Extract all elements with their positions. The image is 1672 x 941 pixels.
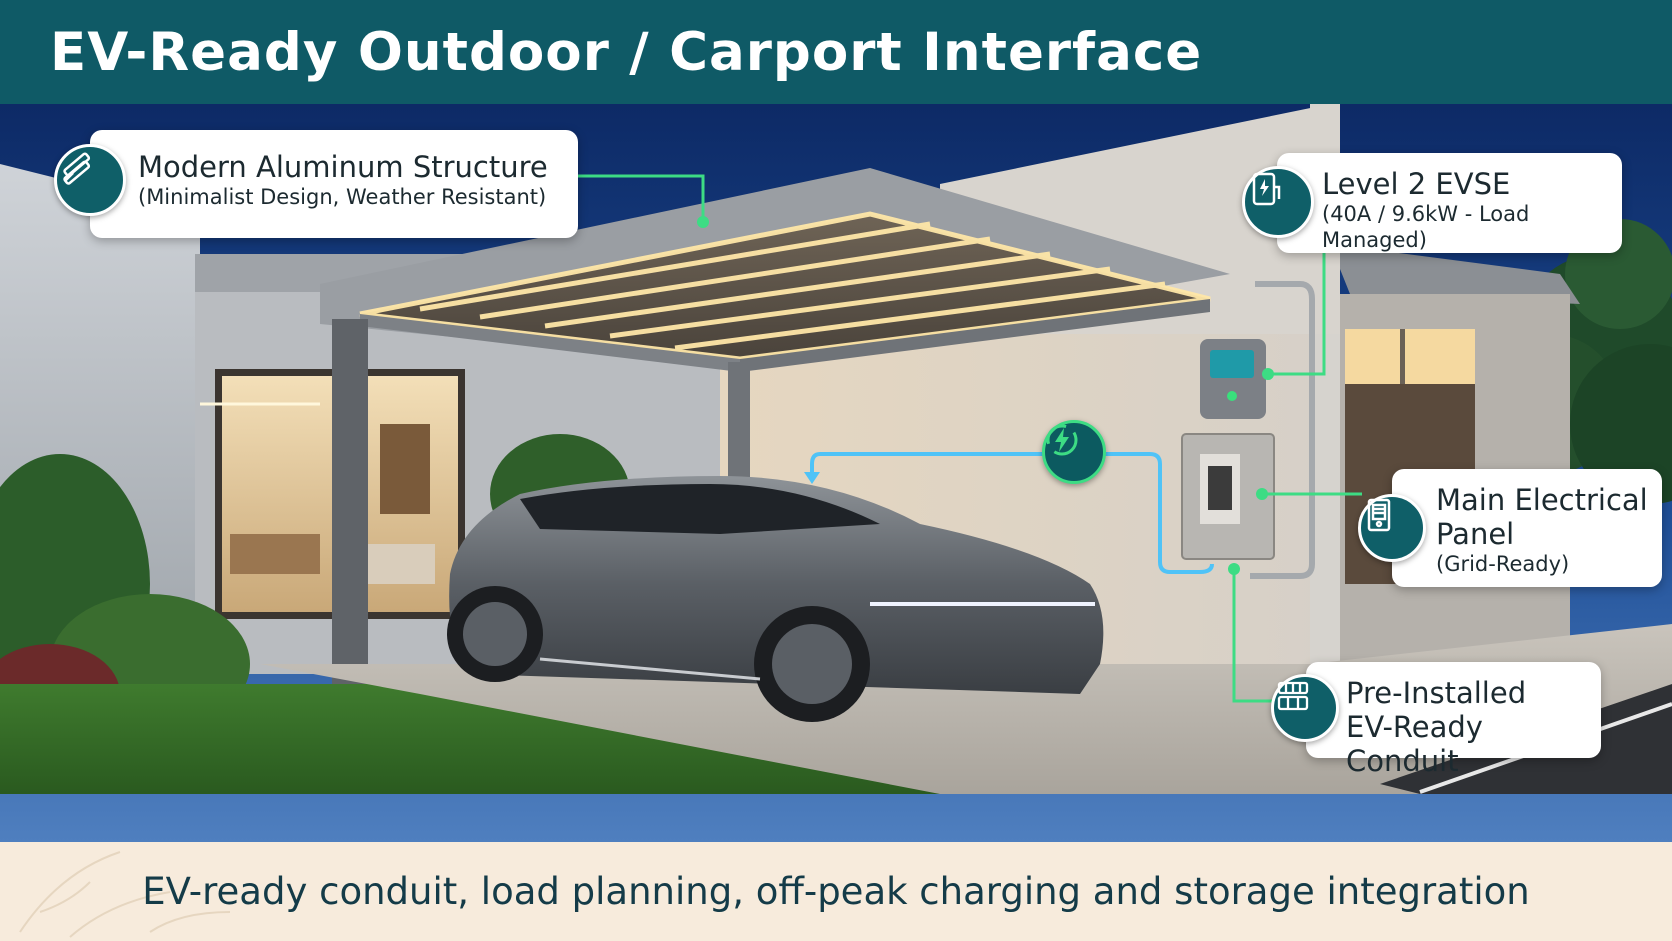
conduit-grid-icon bbox=[1271, 674, 1339, 742]
carport-canopy bbox=[320, 168, 1230, 789]
callout-aluminum-structure: Modern Aluminum Structure (Minimalist De… bbox=[90, 130, 578, 238]
callout-ev-ready-conduit: Pre-Installed EV-Ready Conduit bbox=[1306, 662, 1601, 778]
leaf-pattern-icon bbox=[19, 851, 231, 938]
ev-charger-icon bbox=[1242, 166, 1314, 238]
ev-charger-unit bbox=[1200, 339, 1266, 419]
page-title: EV-Ready Outdoor / Carport Interface bbox=[50, 21, 1203, 83]
carport-scene: Modern Aluminum Structure (Minimalist De… bbox=[0, 104, 1672, 842]
electrical-panel bbox=[1181, 433, 1275, 560]
panel-title-line2: Panel bbox=[1436, 517, 1515, 551]
title-bar: EV-Ready Outdoor / Carport Interface bbox=[0, 0, 1672, 104]
panel-title-line1: Main Electrical bbox=[1436, 483, 1648, 517]
electrical-panel-icon bbox=[1358, 494, 1426, 562]
caption-bar: EV-ready conduit, load planning, off-pea… bbox=[0, 842, 1672, 941]
structure-title: Modern Aluminum Structure bbox=[138, 150, 548, 184]
connector-lines bbox=[578, 174, 1362, 703]
electric-car bbox=[447, 476, 1104, 722]
lightning-charge-icon bbox=[1042, 420, 1106, 484]
panel-subtitle: (Grid-Ready) bbox=[1436, 552, 1570, 576]
callout-main-electrical-panel: Main Electrical Panel (Grid-Ready) bbox=[1392, 469, 1662, 587]
evse-subtitle: (40A / 9.6kW - Load Managed) bbox=[1322, 202, 1530, 252]
aluminum-beams-icon bbox=[54, 144, 126, 216]
caption-text: EV-ready conduit, load planning, off-pea… bbox=[142, 870, 1530, 913]
structure-subtitle: (Minimalist Design, Weather Resistant) bbox=[138, 185, 547, 209]
callout-level2-evse: Level 2 EVSE (40A / 9.6kW - Load Managed… bbox=[1277, 153, 1622, 253]
conduit-title-line2: EV-Ready Conduit bbox=[1346, 710, 1483, 778]
conduit-title-line1: Pre-Installed bbox=[1346, 676, 1527, 710]
evse-title: Level 2 EVSE bbox=[1322, 167, 1511, 201]
